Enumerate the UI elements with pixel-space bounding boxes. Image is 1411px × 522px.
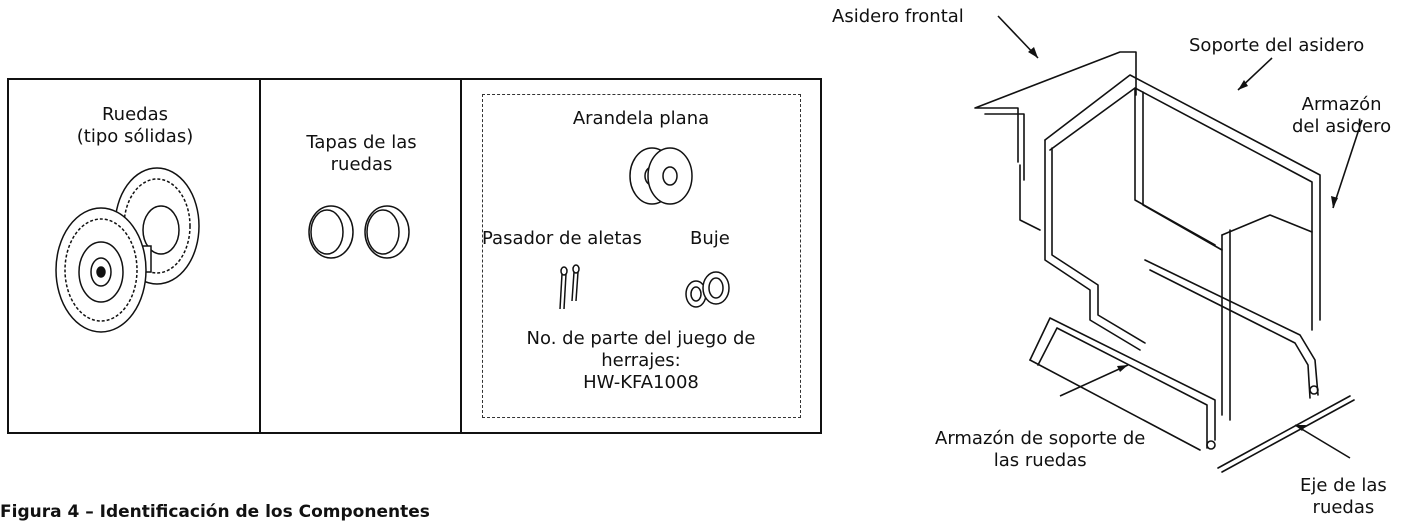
- parts-table: Ruedas (tipo sólidas) Tapas de las: [7, 78, 822, 434]
- wheels-cell: Ruedas (tipo sólidas): [9, 80, 261, 432]
- figure-caption: Figura 4 – Identificación de los Compone…: [0, 502, 430, 522]
- washer-label: Arandela plana: [572, 108, 710, 129]
- wheel-axle-callout: Eje de las ruedas: [1300, 475, 1387, 518]
- handle-frame-callout: Armazón del asidero: [1292, 94, 1392, 137]
- cotter-pin-label: Pasador de aletas: [482, 228, 642, 249]
- wheels-label: Ruedas (tipo sólidas): [76, 104, 194, 147]
- handle-support-callout: Soporte del asidero: [1189, 35, 1365, 56]
- wheel-caps-label: Tapas de las ruedas: [306, 132, 417, 175]
- wheels-illustration: [55, 167, 200, 333]
- hardware-kit-cell: Arandela plana Pasador de aletas Buje: [462, 80, 820, 432]
- wheel-caps-illustration: [308, 205, 410, 259]
- flat-washer-illustration: [629, 147, 693, 205]
- wheel-support-frame-callout: Armazón de soporte de las ruedas: [935, 428, 1146, 471]
- hardware-kit-box: [482, 94, 801, 418]
- bushing-illustration: [685, 271, 730, 308]
- cotter-pin-illustration: [559, 264, 580, 310]
- kit-part-number: No. de parte del juego de herrajes: HW-K…: [526, 328, 756, 393]
- wheel-caps-cell: Tapas de las ruedas: [261, 80, 462, 432]
- front-handle-callout: Asidero frontal: [832, 6, 964, 27]
- bushing-label: Buje: [690, 228, 730, 249]
